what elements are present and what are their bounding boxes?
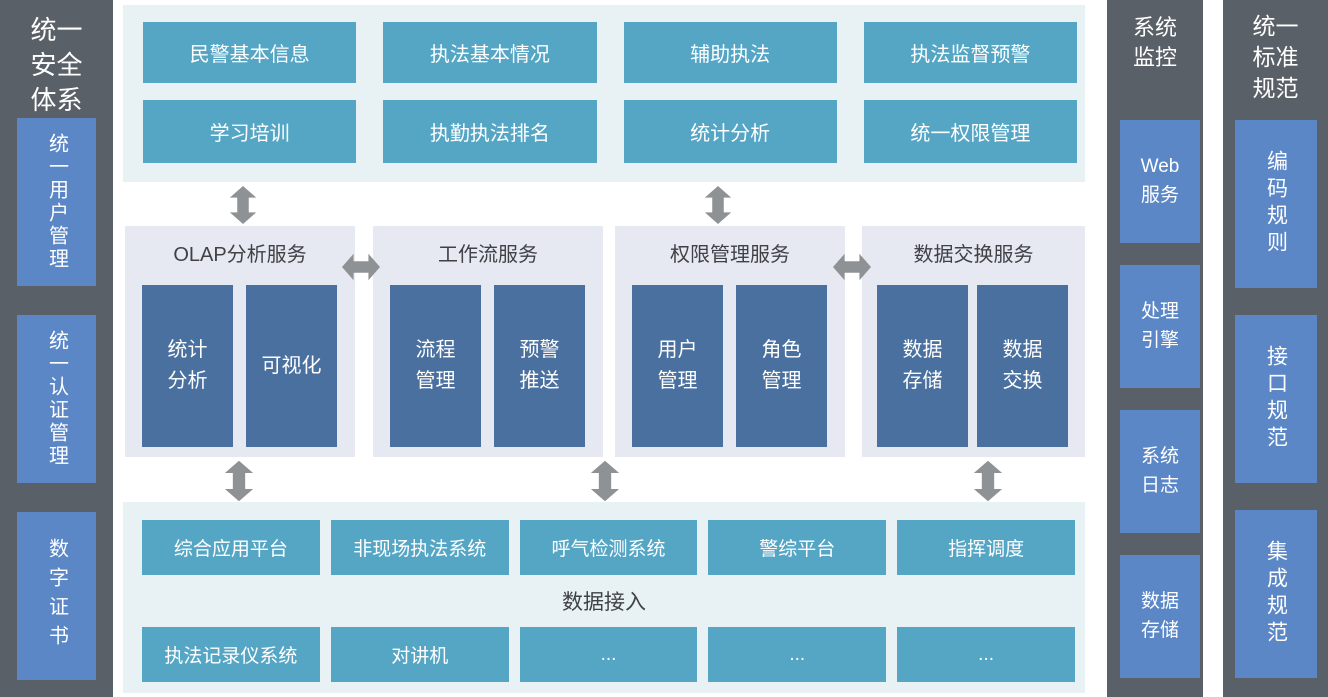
application-box-supervision: 执法监督预警	[863, 22, 1077, 83]
system-box-command-dispatch: 指挥调度	[897, 520, 1075, 575]
source-box-intercom: 对讲机	[330, 627, 509, 682]
security-sidebar-title: 统一安全体系	[0, 13, 113, 118]
service-module-user-mgmt: 用户 管理	[632, 285, 723, 447]
standard-sidebar-title-text: 统一标准规范	[1252, 13, 1299, 102]
source-box-body-camera: 执法记录仪系统	[142, 627, 320, 682]
service-panel-workflow: 工作流服务 流程 管理 预警 推送	[373, 226, 603, 457]
standard-sidebar-item-coding-rules: 编码规则	[1235, 120, 1317, 288]
access-sources-row: 执法记录仪系统 对讲机 ... ... ...	[142, 627, 1075, 682]
horizontal-double-arrow-icon	[833, 252, 871, 282]
security-sidebar: 统一安全体系 统一用户管理 统一认证管理 数字证书	[0, 0, 113, 697]
application-row-1: 民警基本信息 执法基本情况 辅助执法 执法监督预警	[143, 22, 1077, 83]
system-box-offsite-enforcement: 非现场执法系统	[330, 520, 509, 575]
standard-sidebar-item-integration-spec: 集成规范	[1235, 510, 1317, 678]
security-sidebar-item-auth-mgmt: 统一认证管理	[17, 315, 96, 483]
security-sidebar-title-text: 统一安全体系	[30, 15, 83, 116]
access-systems-row: 综合应用平台 非现场执法系统 呼气检测系统 警综平台 指挥调度	[142, 520, 1075, 575]
service-panel-title: OLAP分析服务	[173, 244, 307, 266]
security-sidebar-item-digital-cert: 数字证书	[17, 512, 96, 680]
vertical-double-arrow-icon	[590, 459, 620, 503]
service-panel-data-exchange: 数据交换服务 数据 存储 数据 交换	[862, 226, 1085, 457]
application-box-enforcement: 执法基本情况	[383, 22, 597, 83]
vertical-double-arrow-icon	[224, 459, 254, 503]
application-box-statistics: 统计分析	[623, 100, 837, 163]
monitor-sidebar-title: 系统监控	[1107, 13, 1203, 72]
data-access-label: 数据接入	[562, 591, 646, 614]
application-box-ranking: 执勤执法排名	[383, 100, 597, 163]
service-module-stat-analysis: 统计 分析	[142, 285, 233, 447]
source-box-ellipsis: ...	[519, 627, 698, 682]
monitor-sidebar-item-data-storage: 数据 存储	[1120, 555, 1200, 678]
system-box-breath-test: 呼气检测系统	[519, 520, 698, 575]
standard-sidebar: 统一标准规范 编码规则 接口规范 集成规范	[1223, 0, 1328, 697]
monitor-sidebar-title-text: 系统监控	[1133, 15, 1178, 70]
horizontal-double-arrow-icon	[342, 252, 380, 282]
vertical-double-arrow-icon	[229, 183, 257, 227]
application-box-police-info: 民警基本信息	[143, 22, 357, 83]
service-module-visualization: 可视化	[246, 285, 337, 447]
system-box-integrated-platform: 综合应用平台	[142, 520, 320, 575]
standard-sidebar-item-interface-spec: 接口规范	[1235, 315, 1317, 483]
service-panel-permission: 权限管理服务 用户 管理 角色 管理	[615, 226, 845, 457]
monitor-sidebar-item-engine: 处理 引擎	[1120, 265, 1200, 388]
monitor-sidebar-item-web-service: Web 服务	[1120, 120, 1200, 243]
security-sidebar-item-user-mgmt: 统一用户管理	[17, 118, 96, 286]
service-module-data-exchange: 数据 交换	[977, 285, 1068, 447]
vertical-double-arrow-icon	[704, 183, 732, 227]
application-row-2: 学习培训 执勤执法排名 统计分析 统一权限管理	[143, 100, 1077, 163]
application-box-permission: 统一权限管理	[863, 100, 1077, 163]
service-module-warning-push: 预警 推送	[494, 285, 585, 447]
service-module-role-mgmt: 角色 管理	[736, 285, 827, 447]
service-panel-title: 工作流服务	[438, 244, 538, 266]
application-box-training: 学习培训	[143, 100, 357, 163]
data-access-panel: 综合应用平台 非现场执法系统 呼气检测系统 警综平台 指挥调度 数据接入 执法记…	[123, 502, 1085, 693]
source-box-ellipsis: ...	[708, 627, 887, 682]
vertical-double-arrow-icon	[973, 459, 1003, 503]
service-panel-title: 权限管理服务	[670, 244, 790, 266]
service-module-data-storage: 数据 存储	[877, 285, 968, 447]
application-panel: 民警基本信息 执法基本情况 辅助执法 执法监督预警 学习培训 执勤执法排名 统计…	[123, 5, 1085, 182]
service-module-process-mgmt: 流程 管理	[390, 285, 481, 447]
monitor-sidebar-item-system-log: 系统 日志	[1120, 410, 1200, 533]
service-panel-title: 数据交换服务	[913, 244, 1034, 266]
service-panel-olap: OLAP分析服务 统计 分析 可视化	[125, 226, 355, 457]
source-box-ellipsis: ...	[897, 627, 1075, 682]
application-box-assist: 辅助执法	[623, 22, 837, 83]
standard-sidebar-title: 统一标准规范	[1223, 11, 1328, 104]
system-box-police-platform: 警综平台	[708, 520, 887, 575]
monitor-sidebar: 系统监控 Web 服务 处理 引擎 系统 日志 数据 存储	[1107, 0, 1203, 697]
